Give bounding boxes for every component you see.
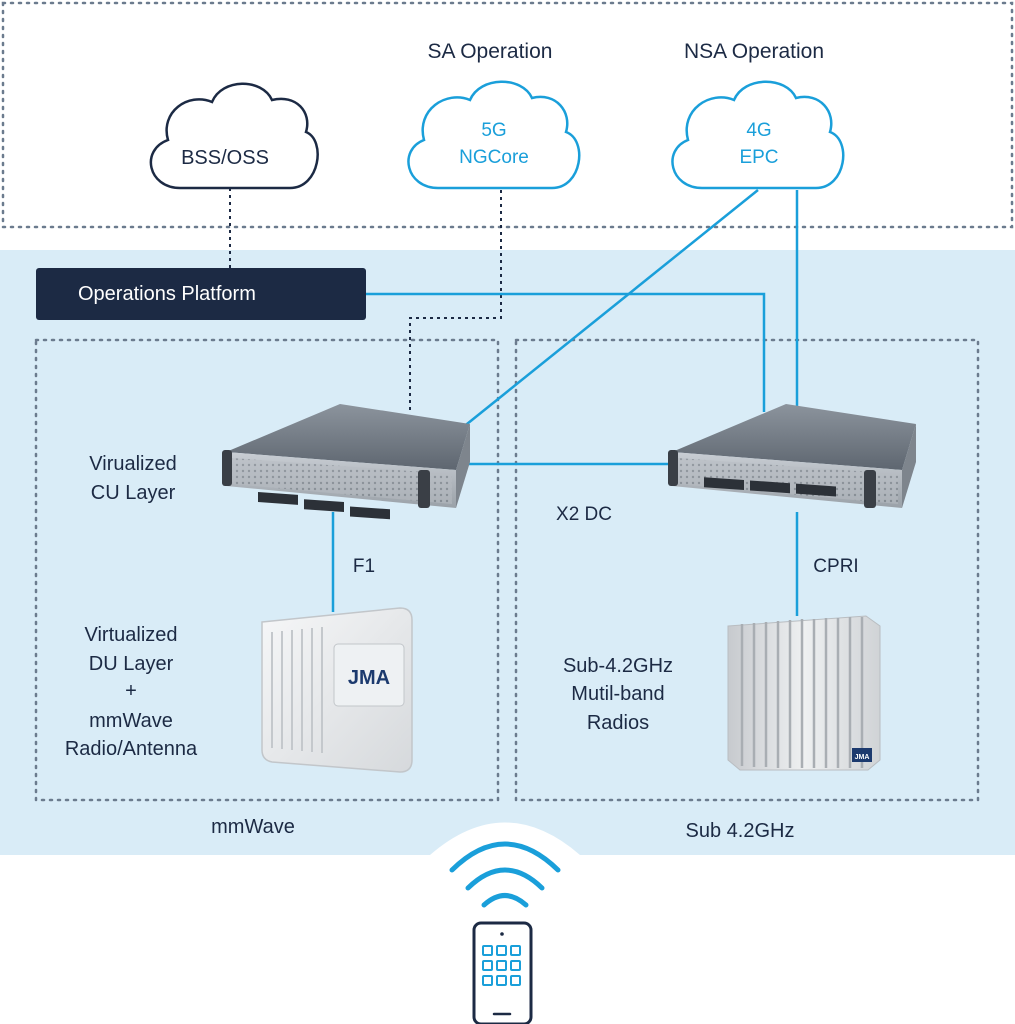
sub42-radio-logo: JMA	[855, 754, 870, 761]
sub42-zone-border	[514, 338, 980, 802]
epc-label-line2: EPC	[739, 147, 778, 168]
cu-layer-label-line2: CU Layer	[91, 482, 176, 504]
du-layer-label-line3: +	[125, 680, 137, 702]
sub42-radio-label-line1: Sub-4.2GHz	[563, 655, 673, 677]
sub42-radio-unit-icon: JMA	[727, 615, 881, 771]
mmwave-radio-unit-icon: JMA	[261, 607, 413, 773]
mmwave-radio-logo: JMA	[348, 667, 390, 689]
du-layer-label-line1: Virtualized	[84, 624, 177, 646]
epc-label-line1: 4G	[746, 120, 771, 141]
sub42-zone-label: Sub 4.2GHz	[686, 820, 795, 842]
sub42-radio-label-line2: Mutil-band	[571, 683, 664, 705]
bss-oss-cloud-icon: BSS/OSS	[149, 82, 319, 190]
cu-server-icon	[222, 404, 470, 520]
operations-platform-label: Operations Platform	[78, 283, 256, 305]
core-zone-border	[1, 1, 1014, 229]
ngcore-label-line2: NGCore	[459, 147, 529, 168]
ops-server-link	[366, 292, 766, 412]
nsa-operation-title: NSA Operation	[684, 40, 824, 63]
epc-cu-link	[461, 189, 759, 429]
sa-operation-title: SA Operation	[428, 40, 553, 63]
du-layer-label-line4: mmWave	[89, 710, 173, 732]
cpri-label: CPRI	[813, 556, 858, 577]
ngcore-label-line1: 5G	[481, 120, 506, 141]
du-layer-label-line2: DU Layer	[89, 653, 174, 675]
epc-cloud-icon: 4G EPC	[671, 80, 845, 190]
f1-label: F1	[353, 556, 375, 577]
sub42-radio-label-line3: Radios	[587, 712, 649, 734]
operations-platform-box: Operations Platform	[36, 268, 366, 320]
mmwave-zone-border	[34, 338, 500, 802]
ngcore-cu-link	[409, 190, 502, 410]
smartphone-icon	[472, 921, 533, 1024]
du-layer-label-line5: Radio/Antenna	[65, 738, 198, 760]
ngcore-cloud-icon: 5G NGCore	[407, 80, 581, 190]
bss-oss-label: BSS/OSS	[181, 147, 269, 169]
mmwave-zone-label: mmWave	[211, 816, 295, 838]
cu-layer-label-line1: Virualized	[89, 453, 176, 475]
du-server-icon	[668, 404, 916, 508]
x2-dc-label: X2 DC	[556, 504, 612, 525]
wifi-signal-icon	[449, 841, 561, 908]
